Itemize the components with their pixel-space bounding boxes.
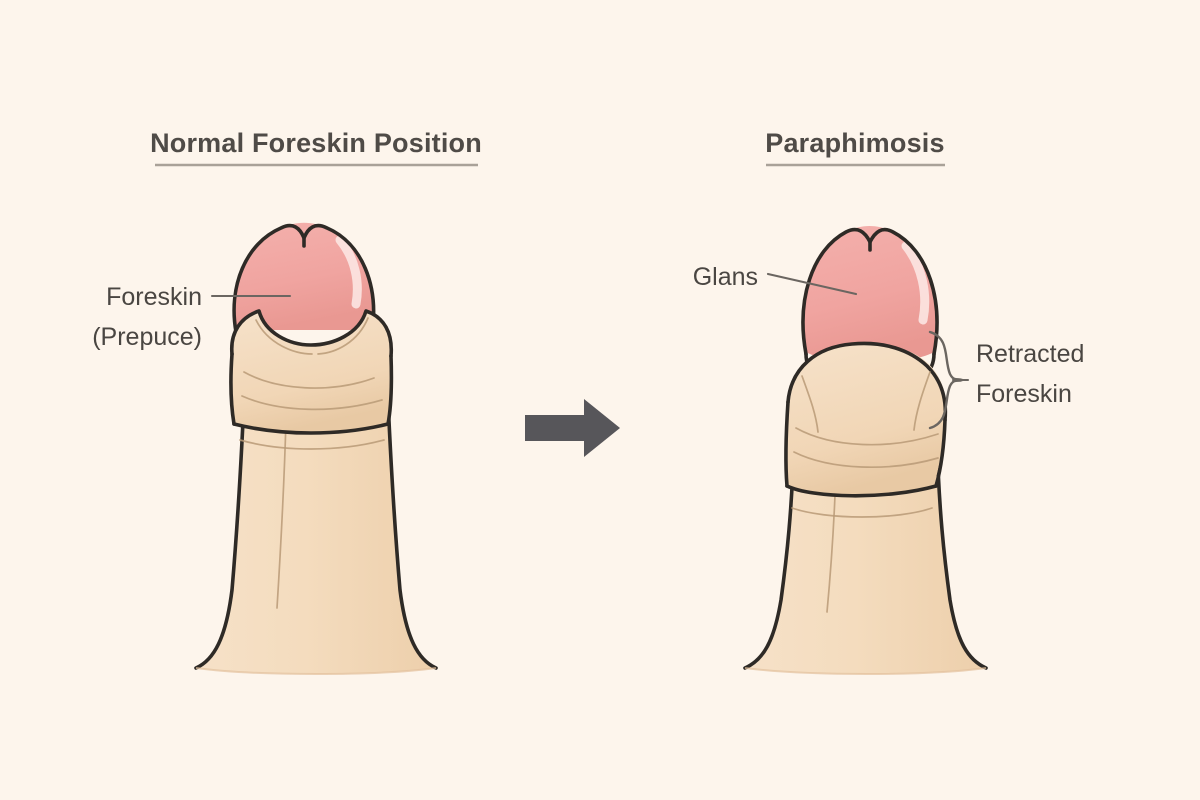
- right-arrow-icon: [525, 399, 620, 457]
- shaft-body-right: [745, 440, 986, 674]
- shaft-outline-right-left-edge: [743, 438, 796, 670]
- shaft-body-left: [196, 352, 436, 674]
- shaft-fold-right: [791, 507, 933, 518]
- band-lower-edge: [785, 484, 938, 498]
- panel-paraphimosis-title: Paraphimosis: [765, 128, 944, 158]
- foreskin-left-edge: [229, 352, 236, 426]
- shaft-base-shadow: [195, 667, 437, 675]
- foreskin-wrinkle-2: [241, 395, 383, 411]
- panel-normal-title: Normal Foreskin Position: [150, 128, 482, 158]
- label-retracted-foreskin-line2: Foreskin: [976, 380, 1072, 408]
- foreskin-wrinkle-4: [317, 317, 369, 355]
- band-wrinkle-3: [801, 375, 819, 433]
- glans-highlight-right: [901, 241, 930, 325]
- foreskin-right-edge: [386, 354, 394, 426]
- glans-highlight-left: [335, 235, 362, 309]
- band-upper-edge: [786, 341, 948, 422]
- foreskin-collar-left: [230, 312, 391, 433]
- foreskin-upper-edge-left: [230, 309, 394, 358]
- band-wrinkle-2: [793, 451, 939, 469]
- retracted-foreskin-band: [785, 343, 947, 495]
- label-glans: Glans: [693, 263, 758, 291]
- shaft-outline-right-right-edge: [935, 438, 988, 670]
- band-left-edge: [784, 400, 790, 488]
- band-wrinkle-4: [913, 371, 931, 431]
- band-right-edge: [934, 418, 947, 488]
- band-wrinkle-1: [795, 427, 939, 446]
- glans-left: [234, 222, 374, 330]
- foreskin-lower-edge-left: [232, 422, 390, 435]
- glans-right: [803, 226, 937, 363]
- foreskin-wrinkle-1: [243, 371, 375, 389]
- leader-line-glans: [766, 272, 858, 296]
- label-foreskin-line1: Foreskin: [106, 283, 202, 311]
- label-foreskin-line2: (Prepuce): [92, 323, 202, 351]
- shaft-crease-left: [276, 419, 287, 609]
- shaft-base-shadow-right: [744, 667, 987, 675]
- transition-arrow: [525, 399, 620, 457]
- shaft-fold-left: [239, 439, 385, 450]
- panel-paraphimosis: Paraphimosis: [693, 128, 1084, 675]
- label-retracted-foreskin-line1: Retracted: [976, 340, 1084, 368]
- foreskin-wrinkle-3: [255, 319, 313, 355]
- panel-normal: Normal Foreskin Position: [92, 128, 482, 675]
